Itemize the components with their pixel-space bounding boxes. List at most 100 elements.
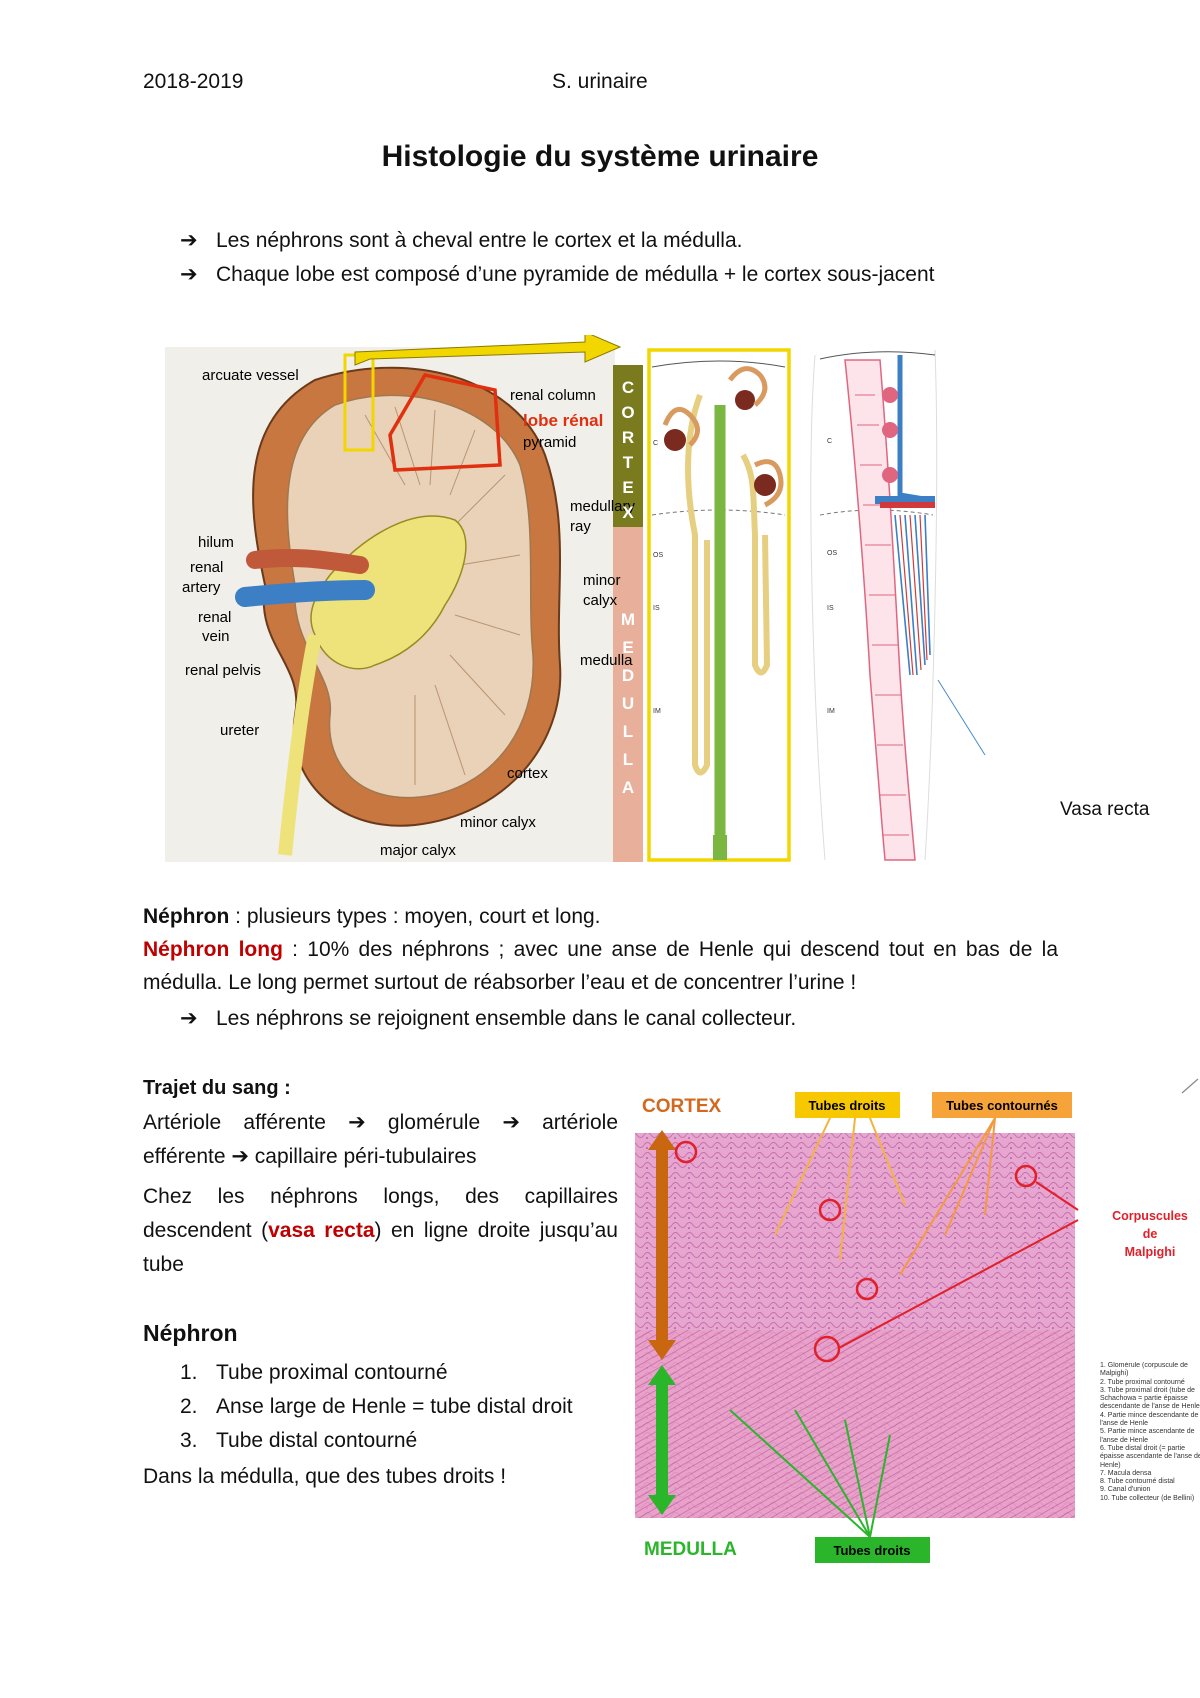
tag-tubes-contournes-text: Tubes contournés <box>946 1098 1058 1113</box>
tag-tubes-contournes <box>932 1092 1072 1118</box>
svg-text:IM: IM <box>653 708 661 715</box>
vasa-recta-vessels <box>894 514 931 676</box>
side-legend: 1. Glomérule (corpuscule de Malpighi) 2.… <box>1100 1362 1200 1567</box>
nephron-types-label: Néphron <box>143 905 230 928</box>
renal-pelvis <box>310 515 467 670</box>
vasa-recta-pointer <box>937 679 986 756</box>
nephron-long-label: Néphron long <box>143 938 283 961</box>
legend-item: 6. Tube distal droit (= partie épaisse a… <box>1100 1444 1200 1469</box>
svg-text:IS: IS <box>653 605 660 612</box>
svg-text:C: C <box>827 438 832 445</box>
arrow-icon: ➔ <box>180 1007 198 1030</box>
svg-text:U: U <box>622 694 634 713</box>
blood-path-line2: Chez les néphrons longs, des capillaires… <box>143 1180 618 1282</box>
legend-item: 8. Tube contourné distal <box>1100 1478 1175 1486</box>
svg-text:T: T <box>623 453 634 472</box>
label-renal-vein-2: vein <box>202 628 230 645</box>
svg-text:E: E <box>622 478 633 497</box>
ureter <box>278 633 322 856</box>
kidney-figure: arcuate vessel renal column lobe rénal p… <box>165 331 1195 875</box>
label-pyramid: pyramid <box>523 434 576 451</box>
medulla-band-letters: M E D U L L A <box>621 610 635 797</box>
list-item: 3.Tube distal contourné <box>180 1429 418 1452</box>
svg-text:Malpighi: Malpighi <box>1125 1245 1176 1259</box>
legend-item: 4. Partie mince descendante de l'anse de… <box>1100 1411 1199 1428</box>
label-major-calyx: major calyx <box>380 842 456 859</box>
svg-text:O: O <box>621 403 634 422</box>
vein <box>897 355 931 503</box>
svg-text:R: R <box>622 428 634 447</box>
svg-text:C: C <box>653 440 658 447</box>
label-medulla: medulla <box>580 652 633 669</box>
tubes-contournes-pointers <box>899 1117 996 1276</box>
henle-loop-long <box>685 393 710 776</box>
list-item: 2.Anse large de Henle = tube distal droi… <box>180 1395 573 1418</box>
header-year: 2018-2019 <box>143 70 244 93</box>
arrow-icon: ➔ <box>180 229 198 252</box>
medulla-band <box>613 527 643 862</box>
blood-path-line2-a: Chez les néphrons longs, des capillaires… <box>143 1185 618 1242</box>
svg-text:X: X <box>622 503 634 522</box>
tissue-medulla-region <box>635 1330 1075 1518</box>
vasa-recta-term: vasa recta <box>268 1219 375 1242</box>
svg-text:IM: IM <box>827 708 835 715</box>
blood-path-heading: Trajet du sang : <box>143 1077 291 1099</box>
lobe-outline <box>388 373 502 472</box>
nephron-long-text: : 10% des néphrons ; avec une anse de He… <box>143 938 1058 994</box>
collector-bullet-text: Les néphrons se rejoignent ensemble dans… <box>216 1007 797 1030</box>
nephron-footer: Dans la médulla, que des tubes droits ! <box>143 1465 507 1488</box>
svg-text:de: de <box>1143 1227 1158 1241</box>
header-subject: S. urinaire <box>552 70 648 93</box>
label-cortex: cortex <box>507 765 548 782</box>
corner-mark <box>1181 1078 1199 1094</box>
glomerulus-1 <box>664 429 686 451</box>
nephron-zone-labels: C OS IS IM C OS IS IM <box>653 438 837 715</box>
intro-bullet-text: Les néphrons sont à cheval entre le cort… <box>216 229 743 252</box>
list-item: 1.Tube proximal contourné <box>180 1361 448 1384</box>
svg-text:E: E <box>622 638 633 657</box>
cortex-band <box>613 365 643 527</box>
svg-text:C: C <box>622 378 634 397</box>
tag-tubes-droits-bottom-text: Tubes droits <box>833 1543 910 1558</box>
legend-item: 7. Macula densa <box>1100 1469 1152 1477</box>
glomerulus-3 <box>735 390 755 410</box>
pyramid-striations <box>364 406 521 785</box>
svg-text:L: L <box>623 750 633 769</box>
svg-text:OS: OS <box>653 552 663 559</box>
corpuscle-circles <box>674 1140 1038 1363</box>
legend-item: 2. Tube proximal contourné <box>1100 1378 1185 1386</box>
henle-loop-short <box>740 453 771 676</box>
arrow-to-nephron <box>354 331 622 366</box>
label-minor-calyx-2: calyx <box>583 592 618 609</box>
label-hilum: hilum <box>198 534 234 551</box>
label-arcuate-vessel: arcuate vessel <box>202 367 299 384</box>
capillary-network <box>844 359 916 861</box>
label-lobe-renal: lobe rénal <box>523 411 603 430</box>
cortex-band-letters: C O R T E X <box>621 378 634 522</box>
label-renal-artery-1: renal <box>190 559 223 576</box>
label-renal-artery-2: artery <box>182 579 221 596</box>
intro-bullet-1: ➔ Les néphrons sont à cheval entre le cor… <box>180 228 742 253</box>
arrow-icon: ➔ <box>180 263 198 286</box>
corpuscules-label: Corpuscules de Malpighi <box>1112 1209 1188 1259</box>
tag-tubes-droits-bottom <box>815 1537 930 1563</box>
medulla-range-arrow <box>648 1365 676 1515</box>
svg-text:Corpuscules: Corpuscules <box>1112 1209 1188 1223</box>
collector-bullet: ➔ Les néphrons se rejoignent ensemble dan… <box>180 1006 796 1031</box>
nephron-long-paragraph: Néphron long : 10% des néphrons ; avec u… <box>143 933 1058 999</box>
label-vasa-recta: Vasa recta <box>1060 799 1150 820</box>
legend-item: 9. Canal d'union <box>1100 1486 1151 1494</box>
svg-text:L: L <box>623 722 633 741</box>
legend-item: 5. Partie mince ascendante de l'anse de … <box>1100 1428 1195 1444</box>
legend-item: 1. Glomérule (corpuscule de Malpighi) <box>1100 1362 1188 1378</box>
tubes-droits-bottom-pointers <box>729 1409 891 1538</box>
label-ureter: ureter <box>220 722 259 739</box>
legend-item: 10. Tube collecteur (de Bellini) <box>1100 1494 1195 1502</box>
svg-text:M: M <box>621 610 635 629</box>
nephron-list: 1.Tube proximal contourné 2.Anse large d… <box>180 1356 620 1458</box>
cortex-range-arrow <box>648 1130 676 1360</box>
glomerulus-2 <box>754 474 776 496</box>
kidney-diagram: arcuate vessel renal column lobe rénal p… <box>165 331 1150 862</box>
tag-tubes-droits-top-text: Tubes droits <box>808 1098 885 1113</box>
renal-artery <box>246 548 369 574</box>
